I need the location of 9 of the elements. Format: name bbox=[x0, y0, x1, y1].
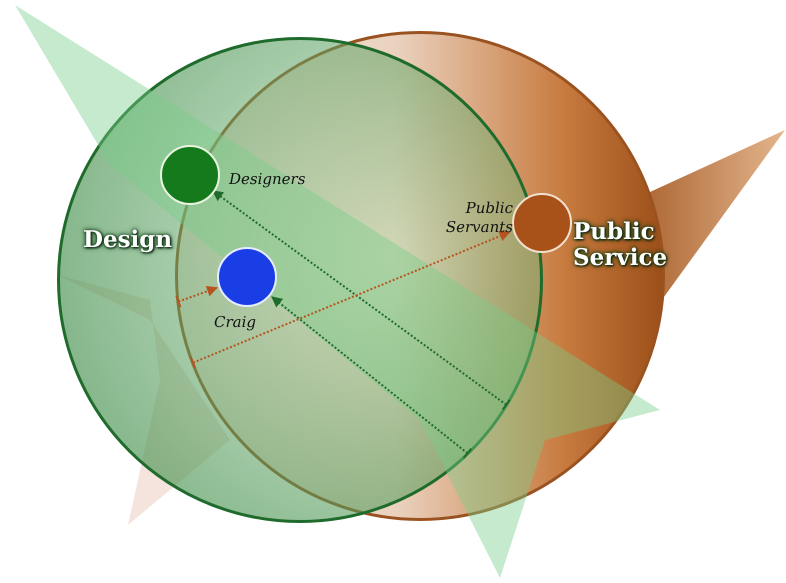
actor-label: Craig bbox=[214, 313, 256, 332]
dotted-arrow bbox=[212, 190, 511, 410]
actor-label: Public Servants bbox=[444, 199, 513, 236]
dotted-arrow bbox=[175, 286, 218, 308]
actor-label: Designers bbox=[229, 170, 306, 189]
dotted-arrow bbox=[190, 230, 510, 369]
circle-title: Public Service bbox=[573, 219, 668, 272]
dotted-arrow bbox=[271, 296, 472, 459]
circle-title: Design bbox=[83, 227, 172, 254]
